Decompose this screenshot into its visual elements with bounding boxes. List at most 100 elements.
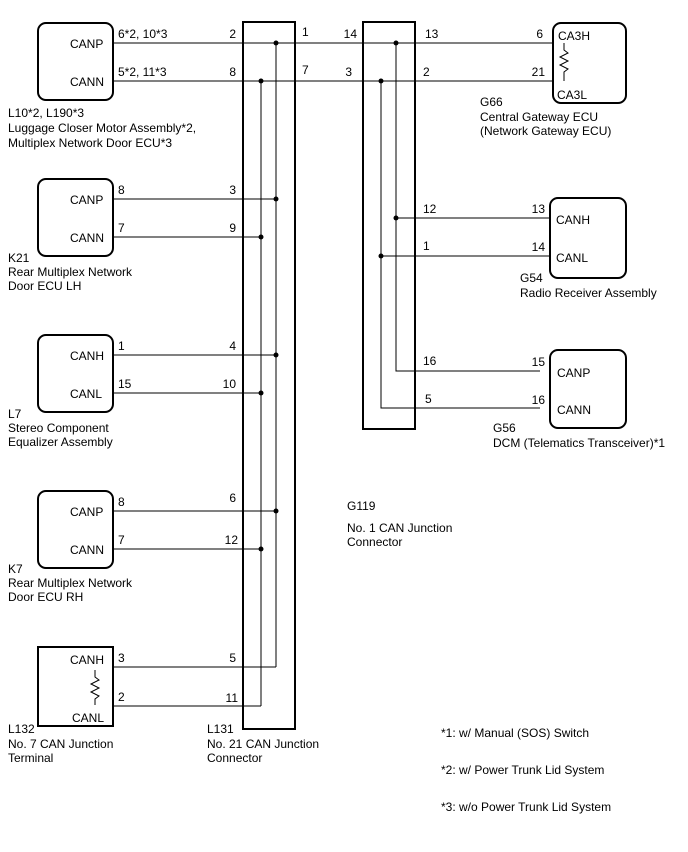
k21-name-line: Door ECU LH (8, 279, 81, 293)
k7-pin-label-cann: CANN (70, 543, 104, 557)
l10-name-line: Luggage Closer Motor Assembly*2, (8, 121, 196, 135)
g56-pin-label-canp: CANP (557, 366, 590, 380)
g66-pin-number: 21 (532, 65, 546, 79)
l131-pin-number: 8 (229, 65, 236, 79)
l10-pin-label-canp: CANP (70, 37, 103, 51)
g54-ecu-box (549, 197, 627, 279)
g56-pin-label-cann: CANN (557, 403, 591, 417)
l132-pin-number: 3 (118, 651, 125, 665)
g66-ecu-box (552, 22, 627, 104)
footnote: *3: w/o Power Trunk Lid System (441, 800, 611, 814)
k7-name-line: Door ECU RH (8, 590, 83, 604)
g56-name-line: DCM (Telematics Transceiver)*1 (493, 436, 665, 450)
k21-pin-number: 7 (118, 221, 125, 235)
g54-caption: G54 Radio Receiver Assembly (520, 271, 657, 300)
g119-pin-number: 16 (423, 354, 437, 368)
l7-ecu-box (37, 334, 114, 413)
g119-name-line: No. 1 CAN Junction (347, 521, 452, 535)
l132-pin-label-canl: CANL (72, 711, 104, 725)
k21-id: K21 (8, 251, 30, 265)
l132-terminal-box (37, 646, 114, 727)
l10-ecu-box (37, 22, 114, 101)
k7-pin-number: 8 (118, 495, 125, 509)
g119-pin-number: 14 (344, 27, 358, 41)
g54-pin-number: 13 (532, 202, 546, 216)
l132-pin-number: 2 (118, 690, 125, 704)
l131-caption: L131 No. 21 CAN Junction Connector (207, 722, 319, 765)
g54-pin-label-canl: CANL (556, 251, 588, 265)
l7-name-line: Stereo Component (8, 421, 109, 435)
footnote: *2: w/ Power Trunk Lid System (441, 763, 604, 777)
l10-pin-label-cann: CANN (70, 75, 104, 89)
g54-id: G54 (520, 271, 543, 285)
l131-pin-number: 6 (229, 491, 236, 505)
g119-pin-number: 12 (423, 202, 437, 216)
g119-junction-connector (362, 21, 416, 430)
g56-ecu-box (549, 349, 627, 429)
l131-pin-number: 7 (302, 63, 309, 77)
g66-caption: G66 Central Gateway ECU (Network Gateway… (480, 95, 611, 138)
l131-pin-number: 4 (229, 339, 236, 353)
l131-pin-number: 11 (226, 691, 239, 705)
g56-caption: G56 DCM (Telematics Transceiver)*1 (493, 421, 665, 450)
l7-caption: L7 Stereo Component Equalizer Assembly (8, 407, 113, 449)
g119-id: G119 (347, 499, 376, 513)
l132-name-line: Terminal (8, 751, 53, 765)
l132-pin-label-canh: CANH (70, 653, 104, 667)
k21-ecu-box (37, 178, 114, 257)
l7-pin-label-canl: CANL (70, 387, 102, 401)
g56-pin-number: 16 (532, 393, 546, 407)
g66-termination-resistor (558, 43, 570, 81)
l131-junction-connector (242, 21, 296, 730)
l131-pin-number: 1 (302, 25, 309, 39)
k7-name-line: Rear Multiplex Network (8, 576, 133, 590)
g119-pin-number: 1 (423, 239, 430, 253)
l7-pin-number: 1 (118, 339, 125, 353)
l10-pin-number: 6*2, 10*3 (118, 27, 168, 41)
g119-name-line: Connector (347, 535, 402, 549)
g54-pin-label-canh: CANH (556, 213, 590, 227)
l132-name-line: No. 7 CAN Junction (8, 737, 113, 751)
l131-name-line: No. 21 CAN Junction (207, 737, 319, 751)
footnote: *1: w/ Manual (SOS) Switch (441, 726, 589, 740)
g66-pin-label-ca3h: CA3H (558, 29, 590, 43)
g56-id: G56 (493, 421, 516, 435)
k7-caption: K7 Rear Multiplex Network Door ECU RH (8, 562, 133, 604)
l131-name-line: Connector (207, 751, 262, 765)
l10-name-line: Multiplex Network Door ECU*3 (8, 136, 172, 150)
k21-pin-label-canp: CANP (70, 193, 103, 207)
k21-pin-number: 8 (118, 183, 125, 197)
l7-pin-label-canh: CANH (70, 349, 104, 363)
l7-pin-number: 15 (118, 377, 132, 391)
l131-pin-number: 5 (229, 651, 236, 665)
l131-id: L131 (207, 722, 234, 736)
g66-id: G66 (480, 95, 503, 109)
l131-pin-number: 2 (229, 27, 236, 41)
l10-id: L10*2, L190*3 (8, 106, 84, 120)
k7-pin-label-canp: CANP (70, 505, 103, 519)
g56-pin-number: 15 (532, 355, 546, 369)
l131-pin-number: 9 (229, 221, 236, 235)
l132-id: L132 (8, 722, 35, 736)
k7-ecu-box (37, 490, 114, 569)
k7-id: K7 (8, 562, 23, 576)
k21-name-line: Rear Multiplex Network (8, 265, 133, 279)
g54-pin-number: 14 (532, 240, 546, 254)
g119-pin-number: 13 (425, 27, 439, 41)
g66-name-line: (Network Gateway ECU) (480, 124, 611, 138)
g119-caption: G119 No. 1 CAN Junction Connector (347, 499, 452, 549)
l7-name-line: Equalizer Assembly (8, 435, 113, 449)
g66-pin-label-ca3l: CA3L (557, 88, 587, 102)
g119-internal-bus (380, 43, 540, 409)
l131-pin-number: 10 (223, 377, 237, 391)
l131-pin-number: 3 (229, 183, 236, 197)
g54-name-line: Radio Receiver Assembly (520, 286, 657, 300)
l7-id: L7 (8, 407, 22, 421)
footnotes: *1: w/ Manual (SOS) Switch *2: w/ Power … (441, 726, 611, 814)
g119-pin-number: 5 (425, 392, 432, 406)
l10-pin-number: 5*2, 11*3 (118, 65, 167, 79)
l132-caption: L132 No. 7 CAN Junction Terminal (8, 722, 113, 765)
wires (113, 42, 553, 707)
k7-pin-number: 7 (118, 533, 125, 547)
